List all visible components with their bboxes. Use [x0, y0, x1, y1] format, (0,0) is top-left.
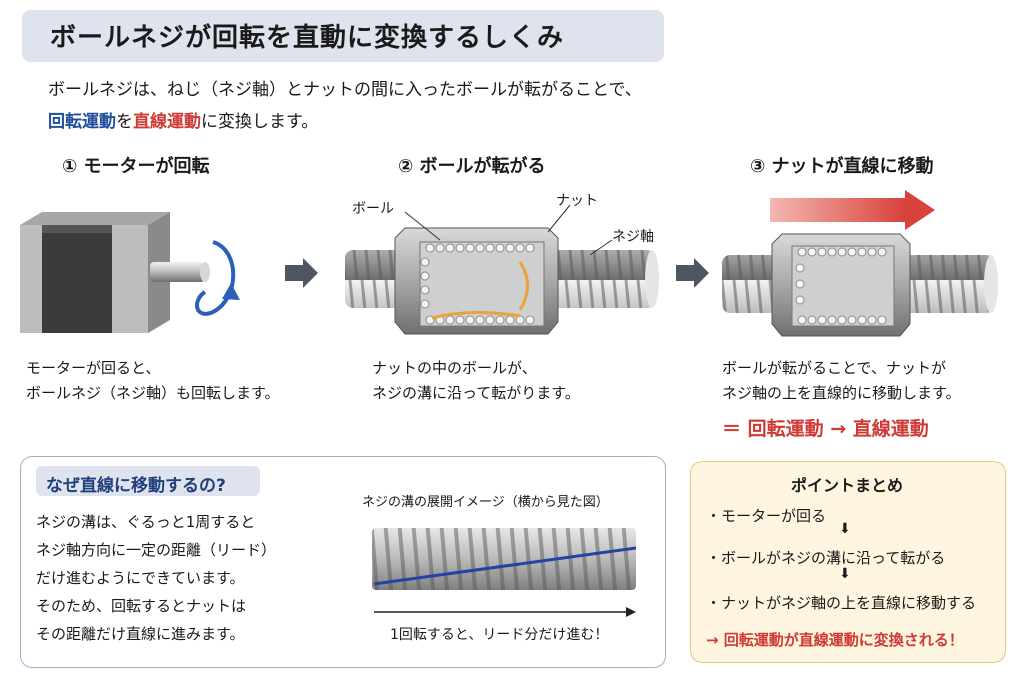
step-1-caption-line-1: モーターが回ると、 — [26, 359, 161, 377]
points-heading: ポイントまとめ — [790, 476, 903, 495]
label-ball: ボール — [352, 201, 394, 217]
points-panel — [690, 461, 1006, 663]
thread-development-diagram — [372, 528, 637, 617]
label-nut: ナット — [556, 193, 598, 209]
why-heading: なぜ直線に移動するの? — [46, 476, 226, 496]
step-3-caption-line-1: ボールが転がることで、ナットが — [722, 359, 946, 377]
step-arrow-2 — [676, 258, 709, 288]
step-2-title: ② ボールが転がる — [398, 156, 546, 177]
rotation-arrow — [195, 240, 236, 316]
step-2-caption-line-2: ネジの溝に沿って転がります。 — [372, 384, 580, 402]
step-3-caption-line-2: ネジ軸の上を直線的に移動します。 — [722, 384, 961, 402]
point-item: ・ナットがネジ軸の上を直線に移動する — [706, 594, 977, 612]
intro-particle: を — [116, 112, 133, 132]
step-1-caption: モーターが回ると、 ボールネジ（ネジ軸）も回転します。 — [26, 356, 280, 406]
step-arrow-1 — [285, 258, 318, 288]
title-banner — [22, 10, 664, 62]
step-2-caption-line-1: ナットの中のボールが、 — [372, 359, 537, 377]
why-line: だけ進むようにできています。 — [36, 569, 245, 587]
step-3-title: ③ ナットが直線に移動 — [750, 156, 934, 177]
why-explanation: ネジの溝は、ぐるっと1周すると ネジ軸方向に一定の距離（リード） だけ進むように… — [36, 508, 276, 648]
ballscrew-step3 — [722, 233, 998, 337]
axis-arrowhead — [626, 607, 636, 617]
page-title: ボールネジが回転を直動に変換するしくみ — [50, 23, 565, 53]
down-arrow-icon: ⬇ — [839, 521, 851, 537]
why-line: ネジ軸方向に一定の距離（リード） — [36, 541, 277, 559]
intro-line-1: ボールネジは、ねじ（ネジ軸）とナットの間に入ったボールが転がることで、 — [48, 80, 642, 100]
rotation-arrowhead — [222, 283, 240, 300]
linear-motion-arrow — [770, 190, 935, 230]
why-line: ネジの溝は、ぐるっと1周すると — [36, 513, 256, 531]
point-item: ・モーターが回る — [706, 507, 827, 525]
step-2-caption: ナットの中のボールが、 ネジの溝に沿って転がります。 — [372, 356, 580, 406]
ballscrew-step2 — [345, 204, 659, 335]
motor-illustration — [20, 212, 210, 333]
thread-diagram-title: ネジの溝の展開イメージ（横から見た図） — [362, 495, 609, 510]
why-line: その距離だけ直線に進みます。 — [36, 625, 245, 643]
intro-end: に変換します。 — [201, 112, 319, 132]
label-shaft: ネジ軸 — [612, 229, 654, 245]
points-conclusion: → 回転運動が直線運動に変換される！ — [706, 631, 964, 649]
intro-line-2: 回転運動を直線運動に変換します。 — [48, 106, 642, 138]
step-1-title: ① モーターが回転 — [62, 156, 210, 177]
thread-surface — [372, 528, 636, 590]
mechanism-illustration — [20, 190, 998, 337]
step-3-caption: ボールが転がることで、ナットが ネジ軸の上を直線的に移動します。 — [722, 356, 961, 406]
lead-line — [373, 546, 637, 586]
down-arrow-icon: ⬇ — [839, 566, 851, 582]
step-1-caption-line-2: ボールネジ（ネジ軸）も回転します。 — [26, 384, 280, 402]
intro-rotation: 回転運動 — [48, 112, 116, 132]
point-item: ・ボールがネジの溝に沿って転がる — [706, 549, 946, 567]
why-line: そのため、回転するとナットは — [36, 597, 247, 615]
conversion-equation: ＝ 回転運動 → 直線運動 — [722, 418, 929, 440]
why-heading-tag — [36, 466, 260, 496]
thread-diagram-caption: 1回転すると、リード分だけ進む！ — [390, 627, 609, 643]
intro-text: ボールネジは、ねじ（ネジ軸）とナットの間に入ったボールが転がることで、 回転運動… — [48, 74, 642, 138]
intro-linear: 直線運動 — [133, 112, 201, 132]
